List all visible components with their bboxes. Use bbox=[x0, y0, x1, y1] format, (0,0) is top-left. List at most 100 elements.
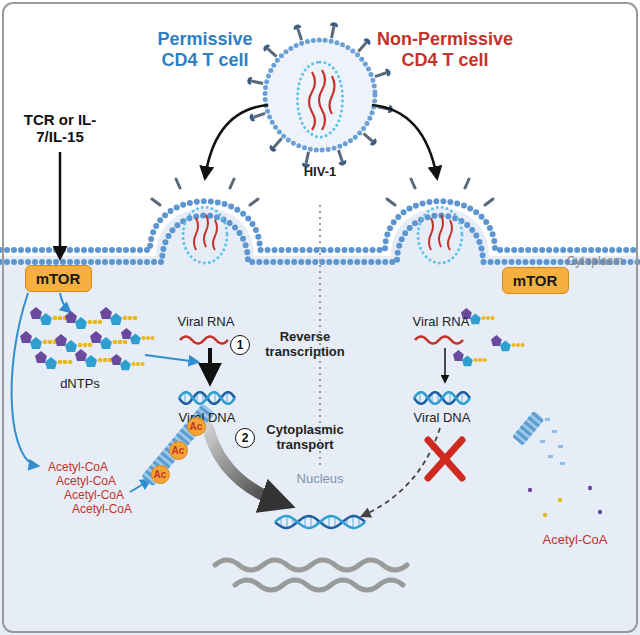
base bbox=[90, 331, 102, 343]
phosphate bbox=[511, 343, 515, 347]
sugar bbox=[75, 317, 87, 329]
node-text: 1 bbox=[237, 338, 244, 352]
frame bbox=[3, 3, 637, 632]
hiv-virion bbox=[247, 22, 394, 169]
phosphate bbox=[98, 358, 103, 363]
capsid bbox=[418, 207, 462, 263]
fragment bbox=[545, 418, 550, 421]
base-pair bbox=[461, 392, 463, 404]
block-cross bbox=[428, 440, 462, 478]
sugar bbox=[130, 334, 141, 345]
dntp bbox=[30, 307, 67, 325]
base-pair bbox=[310, 516, 312, 527]
phosphate bbox=[150, 336, 154, 340]
fragment bbox=[552, 430, 557, 433]
molecule-label: Viral RNA bbox=[401, 315, 481, 330]
molecule-label: Viral DNA bbox=[402, 411, 482, 426]
dntp bbox=[55, 334, 92, 352]
rt-arrow bbox=[208, 348, 212, 382]
dntp-arrow bbox=[145, 355, 198, 362]
spike-head bbox=[249, 113, 255, 122]
spike-head bbox=[338, 160, 347, 166]
phosphate bbox=[63, 360, 68, 365]
phosphate bbox=[43, 340, 48, 345]
viral-rna bbox=[180, 337, 228, 344]
spike bbox=[298, 29, 302, 40]
acetyl-dot bbox=[543, 513, 547, 517]
phosphate bbox=[131, 362, 135, 366]
phosphate bbox=[123, 340, 128, 345]
phosphate bbox=[103, 358, 108, 363]
acetyl-arrow bbox=[130, 480, 150, 492]
acetyl-dot bbox=[588, 486, 592, 490]
spike bbox=[332, 26, 334, 38]
spike-head bbox=[262, 43, 270, 52]
molecule-label: Viral RNA bbox=[166, 315, 246, 330]
molecule-label: Viral DNA bbox=[167, 411, 247, 426]
phosphate bbox=[141, 336, 145, 340]
phosphate bbox=[146, 336, 150, 340]
spike bbox=[358, 43, 366, 52]
base bbox=[55, 334, 67, 346]
strand bbox=[275, 516, 365, 528]
node-text: Ac bbox=[154, 469, 167, 480]
acetyl-mark: Ac bbox=[169, 441, 188, 460]
entry-arrow bbox=[205, 105, 268, 178]
metabolite-label: Acetyl-CoA bbox=[62, 503, 142, 517]
molecule-label: dNTPs bbox=[50, 377, 110, 392]
dntp bbox=[35, 351, 72, 369]
strand bbox=[275, 516, 365, 528]
base bbox=[453, 350, 464, 361]
chromatin bbox=[215, 560, 407, 590]
spike-head bbox=[268, 145, 277, 153]
phosphate bbox=[486, 316, 490, 320]
cell-title: Permissive CD4 T cell bbox=[140, 29, 270, 70]
spike bbox=[375, 73, 386, 77]
mtor-arrow bbox=[60, 293, 70, 312]
callout-number: 2 bbox=[235, 428, 255, 448]
phosphate bbox=[478, 358, 482, 362]
metabolite-label: Acetyl-CoA bbox=[535, 533, 615, 548]
acetyl-mark: Ac bbox=[187, 417, 206, 436]
viral-rna bbox=[415, 337, 463, 344]
base bbox=[30, 307, 42, 319]
phosphate bbox=[48, 340, 53, 345]
capsid bbox=[183, 207, 227, 263]
sugar bbox=[45, 357, 57, 369]
phosphate bbox=[481, 316, 485, 320]
node-text: Ac bbox=[172, 445, 185, 456]
base-pair bbox=[286, 516, 288, 528]
dntp bbox=[75, 349, 112, 367]
base-pair bbox=[419, 392, 421, 404]
phosphate bbox=[118, 340, 123, 345]
signal-arrow bbox=[59, 152, 62, 258]
step-label: Cytoplasmic transport bbox=[255, 423, 355, 453]
base bbox=[100, 307, 112, 319]
phosphate bbox=[83, 343, 88, 348]
region-label: Cytoplasm bbox=[560, 255, 630, 269]
mtor-box: mTOR bbox=[502, 267, 569, 294]
sugar bbox=[500, 341, 511, 352]
spike-head bbox=[363, 37, 372, 45]
phosphate bbox=[68, 360, 73, 365]
metabolite-label: Acetyl-CoA bbox=[38, 461, 118, 475]
phosphate bbox=[113, 340, 118, 345]
dntp bbox=[20, 331, 57, 349]
phosphate bbox=[520, 343, 524, 347]
metabolite-label: Acetyl-CoA bbox=[54, 489, 134, 503]
acetyl-dot bbox=[598, 510, 602, 514]
fragment bbox=[558, 445, 563, 448]
spike-head bbox=[370, 138, 378, 147]
mtor-box: mTOR bbox=[25, 265, 92, 292]
sugar bbox=[40, 313, 52, 325]
phosphate bbox=[516, 343, 520, 347]
broken-microtubule bbox=[512, 411, 545, 446]
phosphate bbox=[58, 316, 63, 321]
sugar bbox=[462, 356, 473, 367]
strand bbox=[414, 392, 470, 404]
phosphate bbox=[140, 362, 144, 366]
base-pair bbox=[184, 392, 186, 404]
phosphate bbox=[133, 316, 138, 321]
base bbox=[121, 328, 132, 339]
spike bbox=[254, 113, 265, 117]
